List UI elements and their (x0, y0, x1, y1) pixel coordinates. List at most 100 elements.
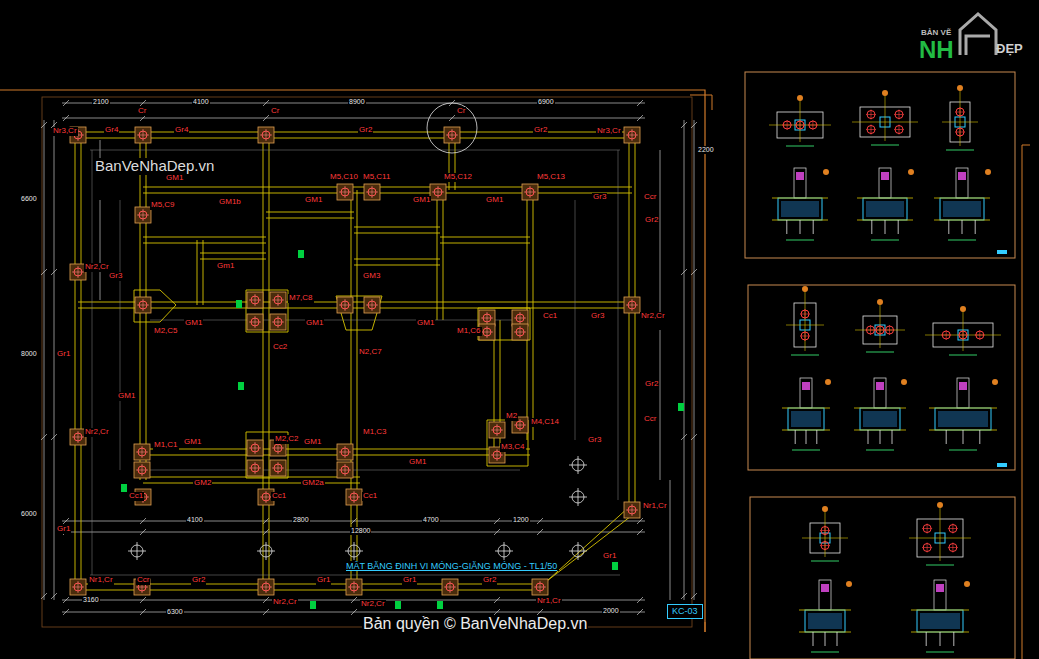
footing-label: Nr2,Cr (84, 428, 110, 437)
footing-label: Nr2,Cr (640, 312, 666, 321)
footing-label: Gr1 (56, 350, 71, 359)
dimension-text: 2200 (697, 146, 715, 154)
footing-section-detail (782, 378, 831, 450)
footing-label: Gr2 (644, 380, 659, 389)
footing-plan-detail (769, 95, 831, 146)
footing-label: Gr1 (316, 576, 331, 585)
footing-label: M2 (505, 412, 518, 421)
sheet-frame (1022, 145, 1030, 659)
dimension-text: 4100 (192, 98, 210, 106)
footing-label: GM1b (218, 198, 242, 207)
footing-label: M1,C1 (153, 441, 179, 450)
footing-plan-detail (786, 286, 824, 355)
footing-label: Gm1 (216, 262, 235, 271)
logo-text: NH (918, 37, 955, 63)
footing-label: M2,C5 (153, 327, 179, 336)
footing-label: Ccr (643, 415, 657, 424)
footing-label: M5,C10 (329, 173, 359, 182)
dimension-text: 8000 (20, 350, 38, 358)
footing-plan-detail (852, 90, 918, 145)
pile-cap-outline (134, 290, 530, 478)
footing-label: Cc1 (362, 492, 378, 501)
dimension-text: 6000 (20, 510, 38, 518)
footing-label: Gr4 (174, 126, 189, 135)
dimension-text: 6300 (166, 608, 184, 616)
footing-label: GM1 (303, 438, 322, 447)
footing-plan-detail (802, 506, 848, 561)
footing-label: Nr2,Cr (360, 600, 386, 609)
footing-plan-detail (909, 502, 971, 565)
sheet-number: KC-03 (672, 606, 698, 617)
footing-label: Cr (137, 107, 147, 116)
dimension-text: 2000 (602, 607, 620, 615)
footing-label: Cr (456, 107, 466, 116)
footing-label: Cc2 (272, 343, 288, 352)
footing-section-detail (911, 580, 970, 652)
footing-label: M4,C14 (530, 418, 560, 427)
footing-label: GM2 (193, 479, 212, 488)
footing-label: M5,C12 (443, 173, 473, 182)
footing-label: M1,C6 (456, 327, 482, 336)
footing-label: Nr2,Cr (272, 598, 298, 607)
footing-label: Gr1 (56, 525, 71, 534)
footing-label: Gr2 (644, 216, 659, 225)
footing-label: GM1 (408, 458, 427, 467)
wall-lines (90, 150, 620, 575)
footing-label: Gr4 (104, 126, 119, 135)
footing-label: Gr3 (590, 312, 605, 321)
footing-label: Gr1 (602, 552, 617, 561)
detail-panel (745, 72, 1015, 659)
footing-label: Cr (270, 107, 280, 116)
dimension-text: 12800 (350, 527, 371, 535)
dimension-lines (41, 100, 697, 615)
footing-label: Nr1,Cr (642, 502, 668, 511)
footing-label: Gr3 (108, 272, 123, 281)
footing-label: GM1 (117, 392, 136, 401)
green-markers (121, 250, 684, 609)
sheet-frame (0, 90, 705, 632)
copyright-watermark: Bản quyền © BanVeNhaDep.vn (362, 615, 588, 633)
footing-section-detail (772, 168, 829, 240)
footing-label: M5,C9 (150, 201, 176, 210)
footing-label: Gr1 (402, 576, 417, 585)
footing-label: Cc1 (271, 492, 287, 501)
footing-label: Gr3 (587, 436, 602, 445)
footing-section-detail (934, 168, 991, 240)
footing-label: Gr2 (533, 126, 548, 135)
footing-section-detail (799, 580, 852, 652)
dimension-text: 6600 (20, 195, 38, 203)
footing-label: M5,C11 (362, 173, 391, 182)
footing-plan-detail (925, 306, 1001, 355)
dimension-text: 8900 (348, 98, 366, 106)
footing-label: Ccr (643, 193, 657, 202)
drawing-title: MẶT BẰNG ĐỊNH VỊ MÓNG-GIẰNG MÓNG - TL1/5… (344, 561, 559, 571)
footing-label: Nr3,Cr (52, 127, 78, 136)
footing-plan-detail (855, 299, 905, 352)
footing-label: M5,C13 (536, 173, 566, 182)
footing-label: GM1 (183, 438, 202, 447)
footing-label: Gr2 (358, 126, 373, 135)
footing-label: M1,C3 (362, 428, 388, 437)
dimension-text: 4700 (422, 516, 440, 524)
footing-label: GM3 (362, 272, 381, 281)
footing-label: GM1 (416, 319, 435, 328)
footing-label: Gr2 (482, 576, 497, 585)
logo-house-icon (960, 14, 996, 55)
footing-label: M3,C4 (500, 443, 526, 452)
footing-section-detail (857, 168, 914, 240)
footing-label: Nr3,Cr (596, 127, 622, 136)
inner-frame (42, 97, 692, 627)
footing-label: Nr1,Cr (88, 576, 114, 585)
footing-label: GM1 (305, 319, 324, 328)
footing-symbols (70, 127, 640, 595)
footing-label: M7,C8 (288, 294, 314, 303)
dimension-text: 2800 (292, 516, 310, 524)
footing-label: Ccr (136, 576, 150, 585)
dimension-text: 3160 (82, 596, 100, 604)
dimension-text: 4100 (186, 516, 204, 524)
foundation-beams (75, 132, 635, 590)
footing-label: GM1 (485, 196, 504, 205)
footing-label: GM1 (304, 196, 323, 205)
footing-label: GM1 (184, 319, 203, 328)
